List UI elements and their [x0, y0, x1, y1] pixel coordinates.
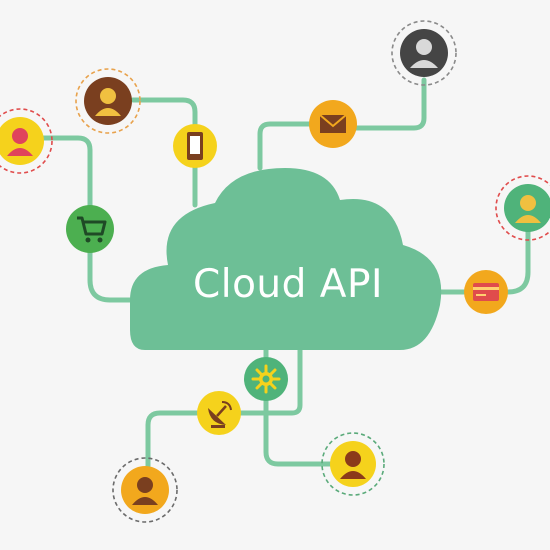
- cloud-title: Cloud API: [193, 262, 383, 307]
- satellite-dish-icon: [197, 391, 241, 435]
- avatar-orange-person-icon: [330, 441, 376, 487]
- ring-green-avatar: [495, 175, 550, 241]
- dashed-rings: [0, 20, 550, 523]
- avatar-green-person-icon: [504, 184, 550, 232]
- avatar-pink-person-icon: [0, 117, 44, 165]
- avatar-gray-person-icon: [400, 29, 448, 77]
- credit-card-icon: [464, 270, 508, 314]
- connector-gray-avatar: [352, 77, 427, 131]
- gear-icon: [244, 357, 288, 401]
- avatar-brown-person-icon: [84, 77, 132, 125]
- mail-envelope-icon: [309, 100, 357, 148]
- connector-orange-avatar: [263, 397, 333, 467]
- avatar-bottom-person-icon: [121, 466, 169, 514]
- cloud-shape: [130, 168, 442, 350]
- connector-brown-avatar: [130, 97, 198, 127]
- shopping-cart-icon: [66, 205, 114, 253]
- ring-brown-avatar: [75, 68, 141, 134]
- ring-orange-avatar: [321, 432, 385, 496]
- connector-mail: [257, 121, 313, 171]
- connector-right-drop: [237, 347, 303, 416]
- mobile-phone-icon: [173, 124, 217, 168]
- connector-satellite: [145, 410, 201, 469]
- ring-bottom-avatar: [112, 457, 178, 523]
- ring-gray-avatar: [391, 20, 457, 86]
- connector-green-avatar: [505, 229, 531, 295]
- ring-pink-avatar: [0, 108, 53, 174]
